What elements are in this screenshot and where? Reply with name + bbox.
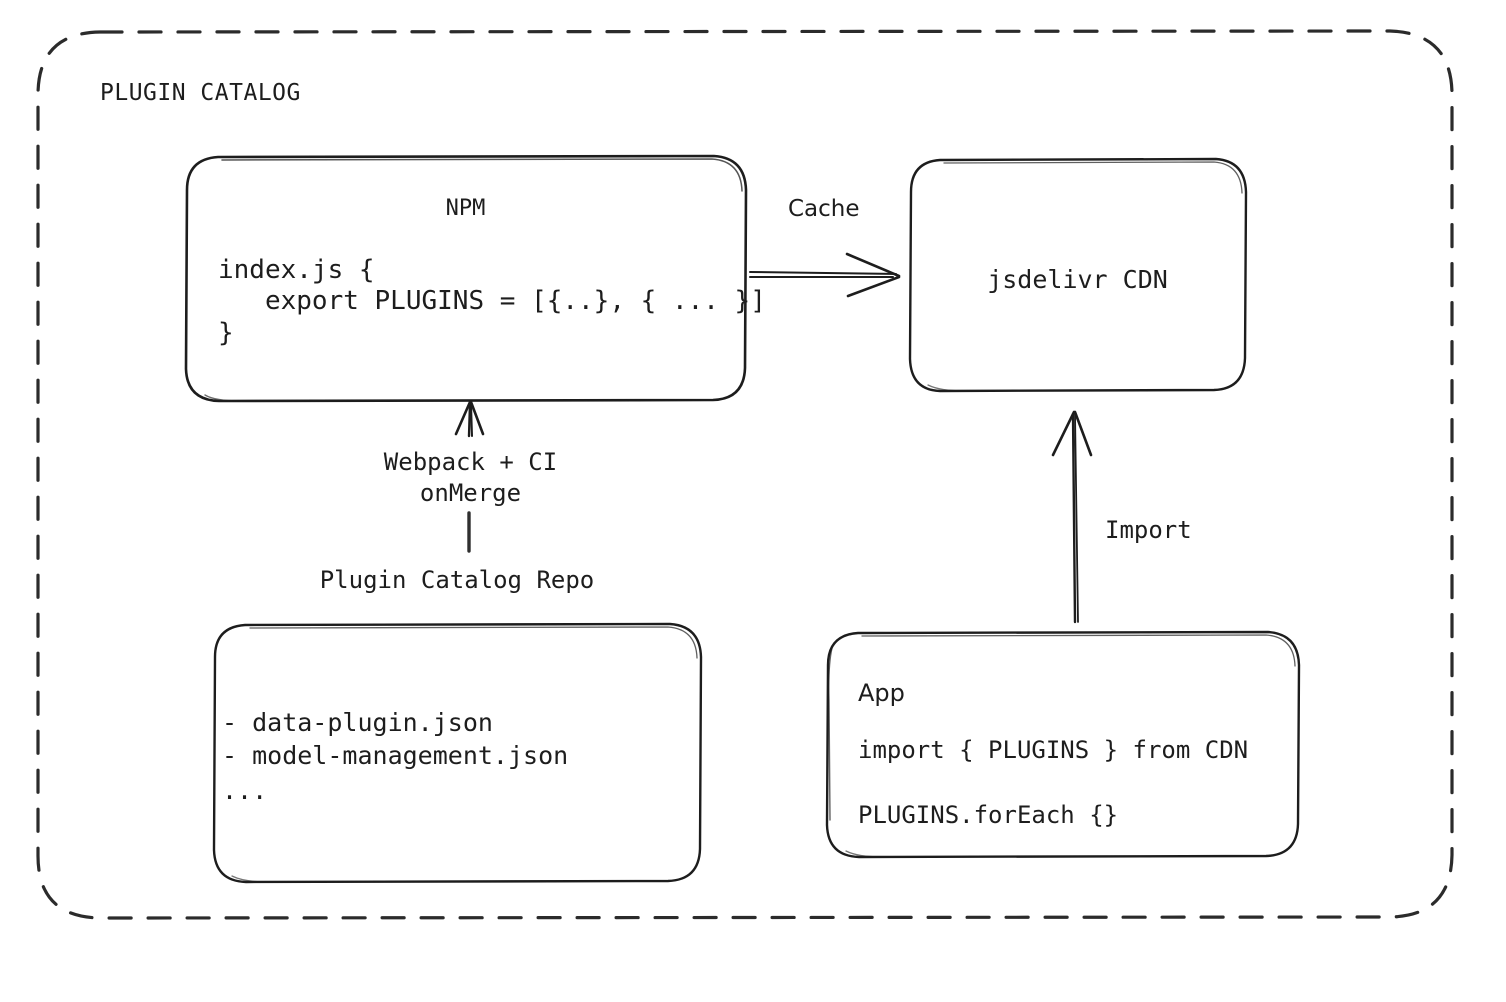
node-repo-item-3: ... (222, 776, 268, 805)
node-repo-item-2: - model-management.json (222, 741, 569, 770)
edge-build-label-1: Webpack + CI (383, 448, 558, 476)
edge-build-arrow (454, 400, 485, 553)
node-repo-caption: Plugin Catalog Repo (319, 566, 595, 594)
node-npm-title: NPM (445, 196, 486, 221)
edge-import-label: Import (1105, 516, 1192, 544)
node-cdn-label: jsdelivr CDN (987, 265, 1168, 294)
node-npm-code-line-3: } (218, 318, 234, 348)
node-app-title: App (858, 679, 905, 707)
group-title: PLUGIN CATALOG (100, 80, 301, 106)
node-app-code-line-1: import { PLUGINS } from CDN (858, 736, 1249, 764)
edge-import-arrow (1051, 410, 1093, 624)
node-npm-code-line-1: index.js { (218, 255, 375, 285)
edge-cache-label: Cache (788, 196, 860, 222)
node-npm-code-line-2: export PLUGINS = [{..}, { ... }] (218, 286, 766, 316)
node-app-code-line-2: PLUGINS.forEach {} (858, 801, 1119, 829)
edge-cache-arrow (749, 252, 901, 298)
node-repo-item-1: - data-plugin.json (222, 708, 493, 737)
edge-build-label-2: onMerge (419, 479, 522, 507)
